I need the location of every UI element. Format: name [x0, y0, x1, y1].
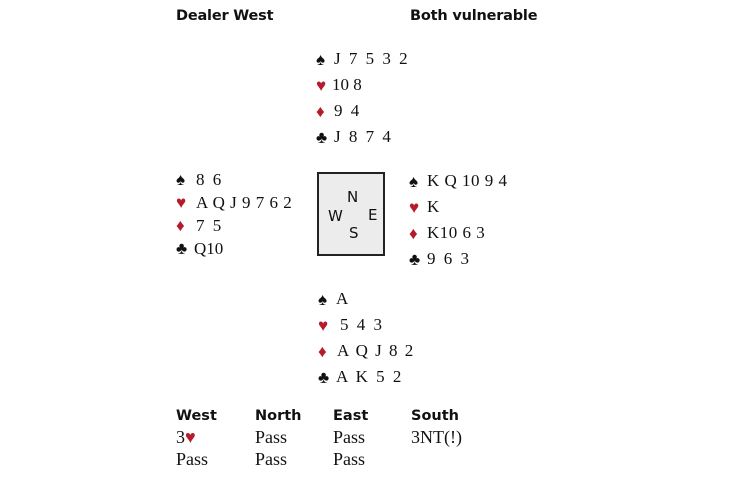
south-hand: ♠A ♥5 4 3 ♦A Q J 8 2 ♣A K 5 2	[318, 286, 415, 390]
auction-header-south: South	[411, 408, 459, 424]
dealer-label: Dealer West	[176, 8, 274, 24]
west-hearts-row: ♥ A Q J 9 7 6 2	[176, 191, 292, 214]
north-spades: J 7 5 3 2	[334, 49, 410, 68]
east-clubs: 9 6 3	[427, 249, 471, 268]
south-diamonds-row: ♦ A Q J 8 2	[318, 338, 415, 364]
auction-bid: Pass	[176, 449, 209, 469]
auction-bid: Pass	[255, 427, 288, 447]
compass-east: E	[368, 206, 378, 224]
north-clubs: J 8 7 4	[334, 127, 393, 146]
south-spades: A	[336, 289, 351, 308]
auction-col-east: East Pass Pass	[333, 406, 413, 470]
diamond-icon: ♦	[316, 101, 325, 121]
club-icon: ♣	[409, 249, 421, 269]
spade-icon: ♠	[318, 289, 328, 309]
west-diamonds-row: ♦ 7 5	[176, 214, 292, 237]
west-diamonds: 7 5	[196, 215, 224, 235]
auction-bid: 3♥	[176, 426, 256, 448]
spade-icon: ♠	[316, 49, 326, 69]
south-diamonds: A Q J 8 2	[337, 341, 415, 360]
compass-west: W	[328, 207, 343, 225]
east-hand: ♠K Q 10 9 4 ♥K ♦K10 6 3 ♣9 6 3	[409, 168, 508, 272]
diamond-icon: ♦	[409, 223, 418, 243]
auction-col-north: North Pass Pass	[255, 406, 335, 470]
west-spades: 8 6	[196, 169, 224, 189]
heart-icon: ♥	[176, 193, 187, 212]
auction-col-south: South 3NT(!)	[411, 406, 491, 448]
west-spades-row: ♠ 8 6	[176, 168, 292, 191]
compass-south: S	[349, 224, 359, 242]
east-hearts: K	[427, 197, 442, 216]
east-hearts-row: ♥K	[409, 194, 508, 220]
east-diamonds: K10 6 3	[427, 223, 486, 242]
compass-box: N W E S	[317, 172, 385, 256]
compass-north: N	[347, 188, 359, 206]
auction-bid: Pass	[333, 427, 366, 447]
south-hearts-row: ♥ 5 4 3	[318, 312, 415, 338]
south-hearts: 5 4 3	[340, 315, 384, 334]
heart-icon: ♥	[185, 427, 196, 447]
west-clubs-row: ♣ Q10	[176, 237, 292, 260]
north-hand: ♠ J 7 5 3 2 ♥ 10 8 ♦ 9 4 ♣ J 8 7 4	[316, 46, 410, 150]
south-clubs: A K 5 2	[336, 367, 404, 386]
bid-level: 3	[176, 427, 185, 447]
north-diamonds: 9 4	[334, 101, 362, 120]
auction-header-east: East	[333, 408, 369, 424]
diamond-icon: ♦	[318, 341, 327, 361]
north-diamonds-row: ♦ 9 4	[316, 98, 410, 124]
club-icon: ♣	[316, 127, 328, 147]
east-spades: K Q 10 9 4	[427, 171, 508, 190]
south-spades-row: ♠A	[318, 286, 415, 312]
auction-col-west: West 3♥ Pass	[176, 406, 256, 470]
club-icon: ♣	[318, 367, 330, 387]
spade-icon: ♠	[176, 170, 186, 189]
north-hearts: 10 8	[332, 75, 362, 94]
north-hearts-row: ♥ 10 8	[316, 72, 410, 98]
east-diamonds-row: ♦ K10 6 3	[409, 220, 508, 246]
spade-icon: ♠	[409, 171, 419, 191]
auction-bid: Pass	[255, 449, 288, 469]
heart-icon: ♥	[316, 75, 327, 95]
auction-header-north: North	[255, 408, 302, 424]
north-clubs-row: ♣ J 8 7 4	[316, 124, 410, 150]
auction-bid: 3NT(!)	[411, 427, 462, 447]
east-clubs-row: ♣ 9 6 3	[409, 246, 508, 272]
club-icon: ♣	[176, 239, 188, 258]
north-spades-row: ♠ J 7 5 3 2	[316, 46, 410, 72]
west-clubs: Q10	[194, 238, 224, 258]
west-hand: ♠ 8 6 ♥ A Q J 9 7 6 2 ♦ 7 5 ♣ Q10	[176, 168, 292, 260]
west-hearts: A Q J 9 7 6 2	[196, 192, 293, 212]
east-spades-row: ♠ K Q 10 9 4	[409, 168, 508, 194]
heart-icon: ♥	[318, 315, 329, 335]
south-clubs-row: ♣ A K 5 2	[318, 364, 415, 390]
vulnerability-label: Both vulnerable	[410, 8, 538, 24]
auction-bid: Pass	[333, 449, 366, 469]
heart-icon: ♥	[409, 197, 420, 217]
auction-header-west: West	[176, 408, 217, 424]
diamond-icon: ♦	[176, 216, 185, 235]
